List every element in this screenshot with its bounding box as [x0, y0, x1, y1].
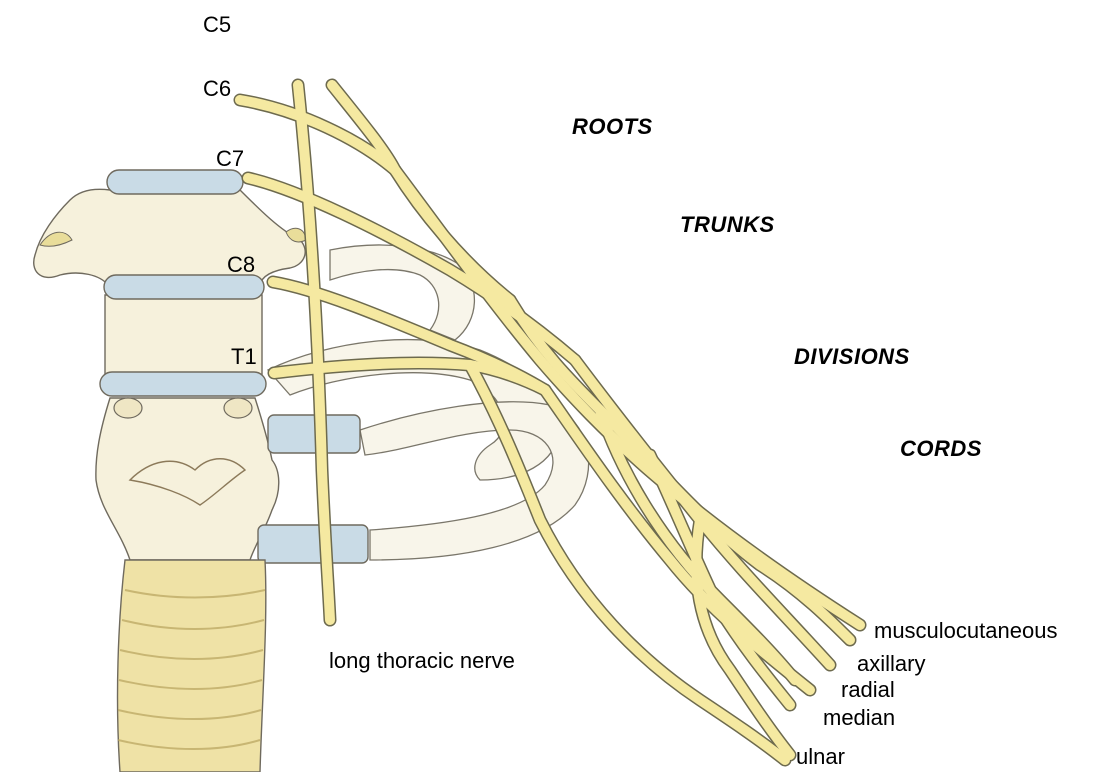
section-label-cords: CORDS	[900, 436, 982, 462]
root-label-c6: C6	[203, 78, 231, 100]
facet-right	[224, 398, 252, 418]
terminal-label-axillary: axillary	[857, 651, 925, 677]
terminal-label-ulnar: ulnar	[796, 744, 845, 770]
root-label-c5: C5	[203, 14, 231, 36]
trachea	[118, 560, 266, 772]
section-label-divisions: DIVISIONS	[794, 344, 910, 370]
long-thoracic-nerve-label: long thoracic nerve	[329, 650, 515, 672]
disc-lower	[100, 372, 266, 396]
root-label-c7: C7	[216, 148, 244, 170]
costal-cartilage-2	[258, 525, 368, 563]
section-label-trunks: TRUNKS	[680, 212, 775, 238]
terminal-label-median: median	[823, 705, 895, 731]
root-label-c8: C8	[227, 254, 255, 276]
terminal-label-radial: radial	[841, 677, 895, 703]
terminal-label-musculocutaneous: musculocutaneous	[874, 618, 1057, 644]
upper-trunk	[395, 170, 860, 625]
disc-middle	[104, 275, 264, 299]
section-label-roots: ROOTS	[572, 114, 653, 140]
facet-left	[114, 398, 142, 418]
vertebra-t2	[96, 398, 279, 560]
root-label-t1: T1	[231, 346, 257, 368]
disc-upper	[107, 170, 243, 194]
vertebra-c7	[34, 189, 305, 285]
